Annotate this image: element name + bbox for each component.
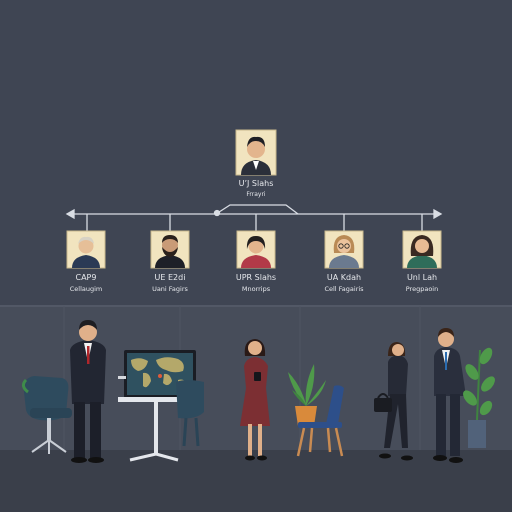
org-node-3: UPR Slahs Mnorrips [236, 230, 276, 293]
tall-plant [463, 347, 495, 448]
blue-chair [296, 385, 344, 457]
node-5-name: Unl Lah [407, 273, 437, 282]
avatar-older-man-icon [72, 236, 100, 268]
avatar-man-suit-icon [241, 136, 271, 175]
office-chair [21, 376, 72, 454]
node-1-name: CAP9 [76, 273, 97, 282]
root-role: Frrayri [246, 191, 266, 198]
org-node-root: U’J Slahs Frrayri [235, 129, 277, 198]
man-in-suit-2 [433, 328, 466, 463]
node-4-role: Cell Fagairis [324, 285, 364, 293]
node-1-role: Cellaugim [70, 285, 103, 293]
org-node-1: CAP9 Cellaugim [66, 230, 106, 293]
avatar-bearded-man-icon [155, 235, 185, 268]
man-in-suit [70, 320, 106, 463]
node-5-role: Pregpaoin [406, 285, 438, 293]
org-node-5: Unl Lah Pregpaoin [402, 230, 442, 293]
avatar-woman-short-hair-icon [241, 236, 271, 268]
org-node-2: UE E2di Uani Fagirs [150, 230, 190, 293]
woman-with-bag [374, 342, 413, 461]
node-3-role: Mnorrips [242, 285, 271, 293]
org-node-4: UA Kdah Cell Fagairis [324, 230, 364, 293]
root-name: U’J Slahs [239, 179, 274, 188]
org-connectors [65, 204, 443, 231]
potted-plant [288, 364, 326, 426]
standing-desk [118, 397, 194, 462]
node-3-name: UPR Slahs [236, 273, 276, 282]
avatar-woman-dark-hair-icon [407, 235, 437, 268]
woman-with-phone [240, 339, 270, 461]
avatar-woman-glasses-icon [329, 235, 359, 268]
node-2-name: UE E2di [155, 273, 186, 282]
node-2-role: Uani Fagirs [152, 285, 188, 293]
office-chair-2 [176, 380, 204, 447]
node-4-name: UA Kdah [327, 273, 361, 282]
